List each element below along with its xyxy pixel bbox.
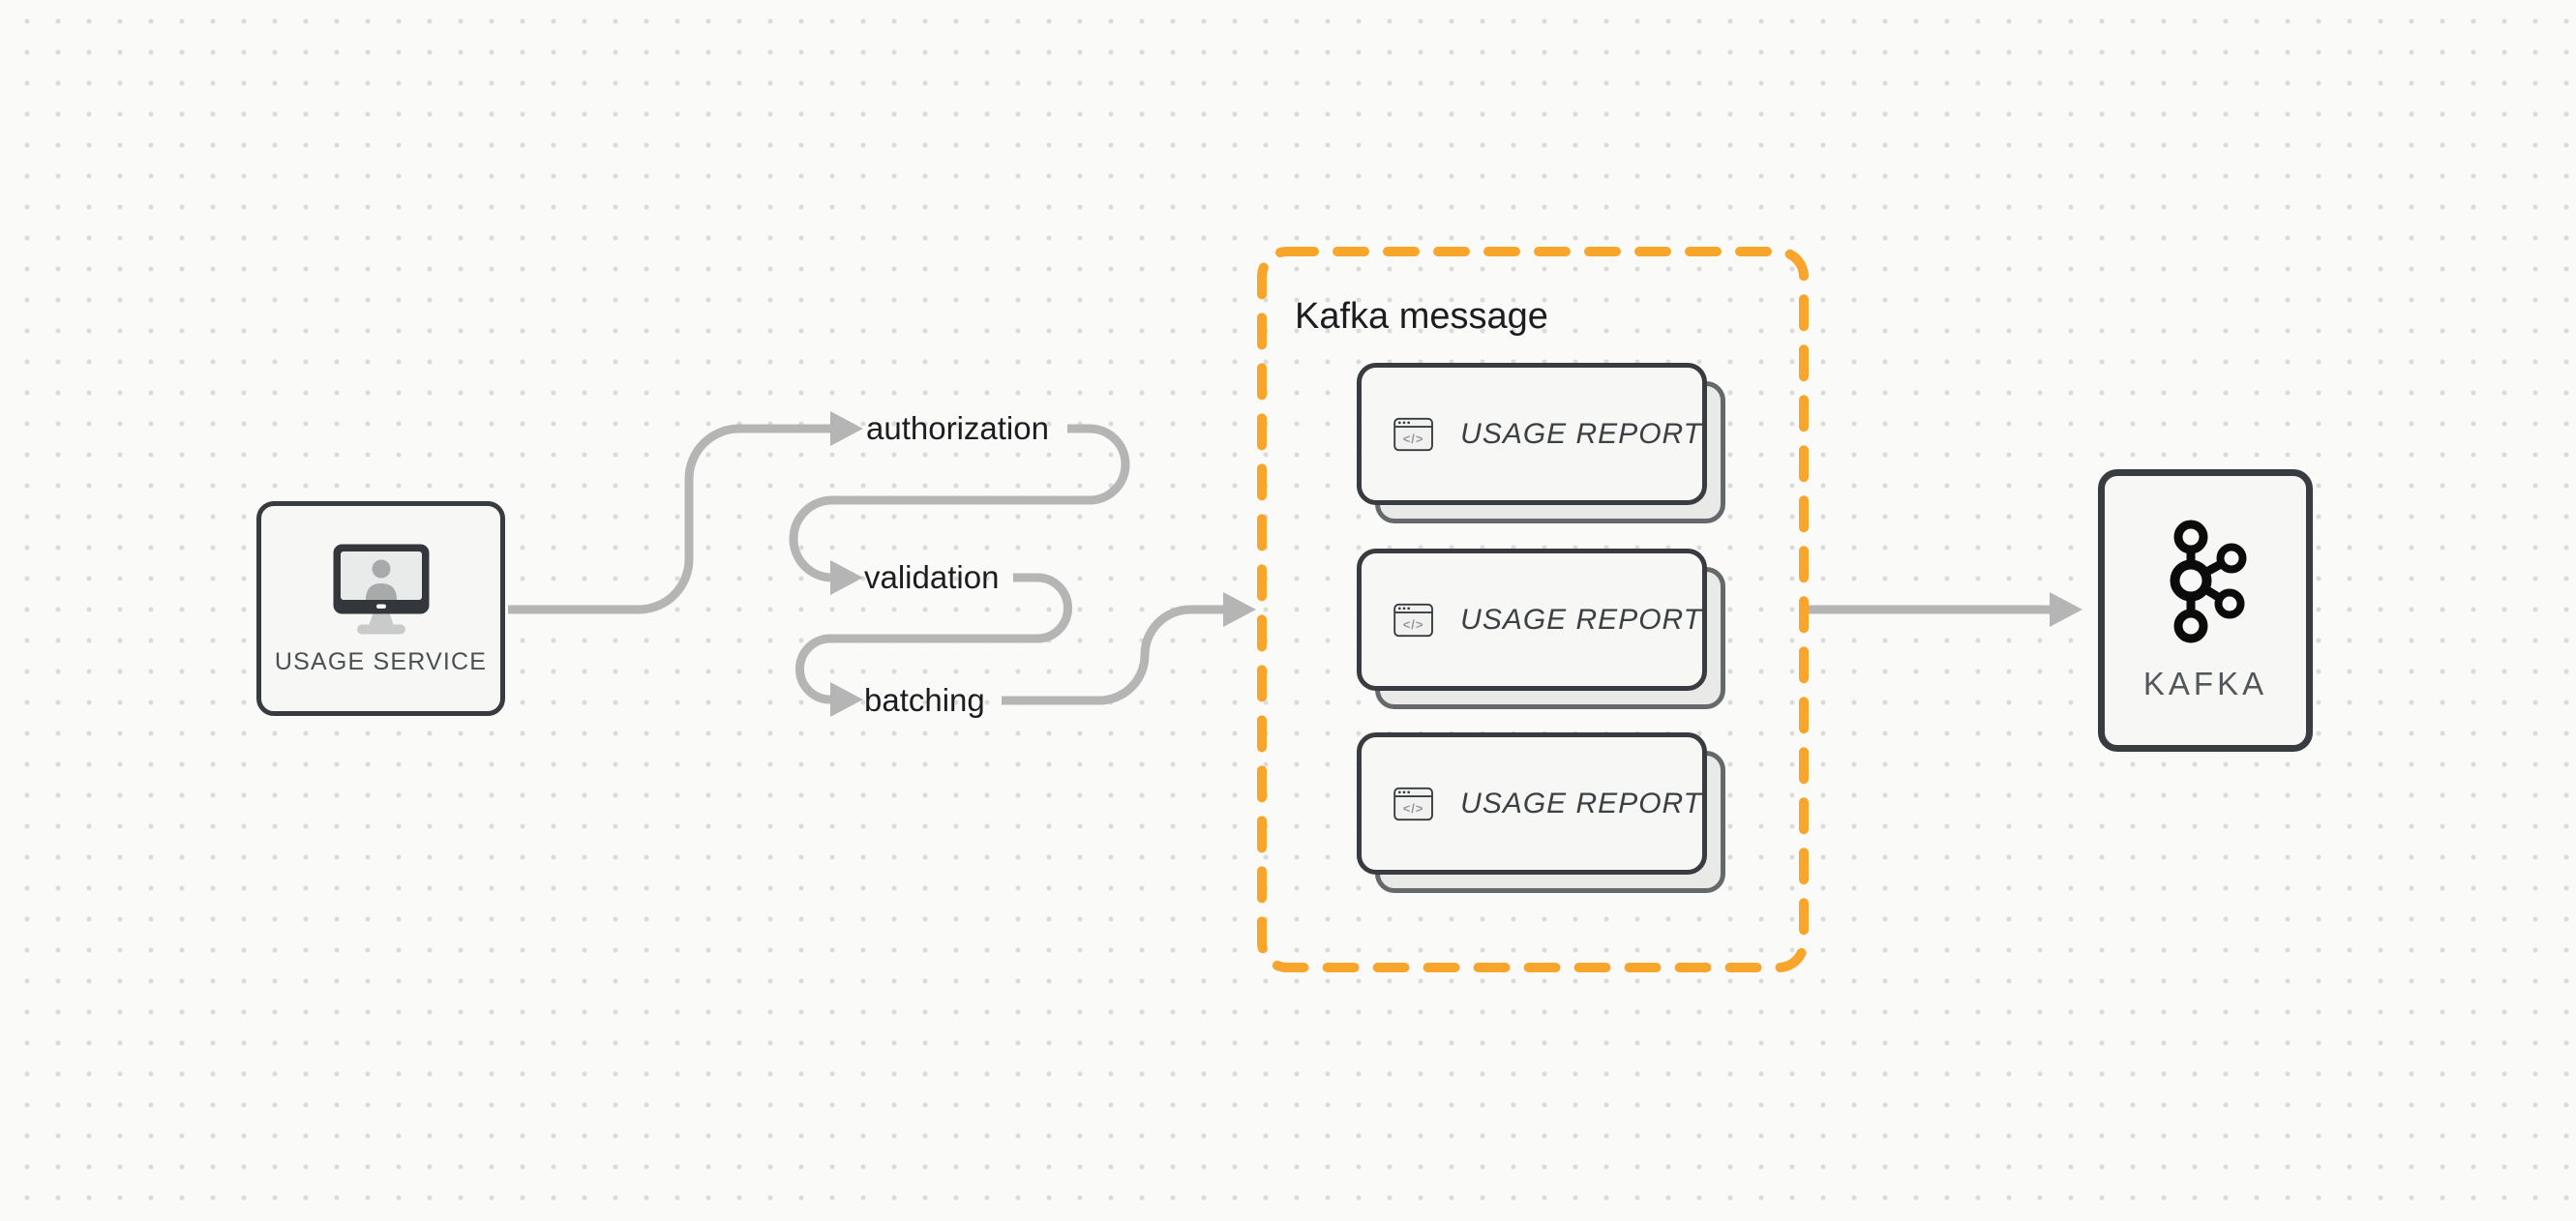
usage-service-label: USAGE SERVICE [274,647,488,675]
connector-authorization-to-validation [789,424,1130,582]
usage-report-card: </> USAGE REPORT [1357,549,1725,709]
window-dots-icon [1398,790,1410,793]
usage-report-card: </> USAGE REPORT [1357,732,1725,893]
step-label-validation: validation [864,559,1000,595]
usage-report-label: USAGE REPORT [1460,603,1702,636]
browser-code-icon: </> [1393,417,1433,451]
usage-report-card: </> USAGE REPORT [1357,363,1725,523]
arrowhead-kafka [2050,592,2082,627]
kafka-logo-icon [2170,520,2247,643]
usage-report-label: USAGE REPORT [1460,787,1702,819]
window-dots-icon [1398,421,1410,424]
step-label-authorization: authorization [866,410,1049,446]
arrowhead-authorization [830,411,863,446]
connector-validation-to-batching [794,573,1073,704]
code-glyph: </> [1403,800,1424,815]
arrowhead-validation [830,560,863,595]
arrowhead-kafka-message [1223,592,1256,627]
monitor-user-icon [333,544,429,634]
connector-batching-to-kafka-message [1002,605,1225,705]
code-glyph: </> [1403,616,1424,631]
kafka-message-boundary [1257,247,1809,972]
code-glyph: </> [1403,431,1424,445]
arrowhead-batching [830,682,863,717]
connector-usage-to-authorization [508,424,832,614]
kafka-node: KAFKA [2098,469,2313,752]
step-label-batching: batching [864,682,985,718]
window-dots-icon [1398,607,1410,610]
kafka-label: KAFKA [2142,666,2268,701]
browser-code-icon: </> [1393,603,1433,637]
usage-service-node: USAGE SERVICE [256,501,505,716]
usage-report-label: USAGE REPORT [1460,417,1702,450]
kafka-message-title: Kafka message [1295,296,1548,337]
browser-code-icon: </> [1393,787,1433,820]
